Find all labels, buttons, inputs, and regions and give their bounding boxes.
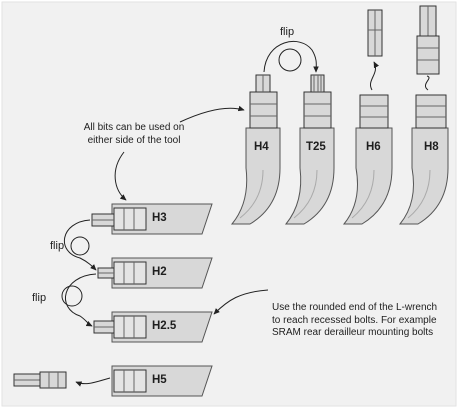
tool-arm-t25 xyxy=(284,74,335,225)
tool-arm-h6 xyxy=(342,94,393,225)
annotation-arrow-down xyxy=(114,151,127,201)
bit-label-h6: H6 xyxy=(366,141,381,153)
bit-h8-detached xyxy=(416,5,440,75)
flip-arrow-top xyxy=(263,41,319,73)
tool-arm-h4 xyxy=(230,74,281,225)
bit-label-t25: T25 xyxy=(306,141,326,153)
bit-h5-detached xyxy=(13,371,67,389)
flip-arrow-mid xyxy=(64,219,97,271)
flip-label-low: flip xyxy=(32,292,47,304)
tool-arm-h25 xyxy=(93,311,213,343)
bit-h6-detached xyxy=(367,9,383,57)
tool-arm-h2 xyxy=(97,257,213,289)
bit-label-h3: H3 xyxy=(152,212,167,224)
insert-arrow-h6 xyxy=(370,61,380,91)
flip-loop-top xyxy=(278,48,302,72)
bit-label-h8: H8 xyxy=(424,141,439,153)
bit-label-h4: H4 xyxy=(254,141,269,153)
bit-label-h25: H2.5 xyxy=(152,320,177,332)
tool-arm-h8 xyxy=(398,94,449,225)
insert-arrow-h5 xyxy=(75,377,111,387)
flip-loop-low xyxy=(61,285,83,307)
insert-arrow-h8 xyxy=(424,75,430,91)
flip-label-top: flip xyxy=(280,26,295,38)
annotation-arrow-recessed xyxy=(213,289,269,315)
bit-label-h5: H5 xyxy=(152,374,167,386)
annotation-both-sides: All bits can be used on either side of t… xyxy=(83,122,185,146)
flip-label-mid: flip xyxy=(50,240,65,252)
flip-arrow-low xyxy=(64,273,97,327)
annotation-rounded-end: Use the rounded end of the L-wrench to r… xyxy=(272,302,438,338)
tool-arm-h3 xyxy=(91,203,213,235)
annotation-arrow-up xyxy=(179,105,245,123)
bit-label-h2: H2 xyxy=(152,266,167,278)
flip-loop-mid xyxy=(70,236,90,256)
tool-arm-h5 xyxy=(111,365,213,397)
